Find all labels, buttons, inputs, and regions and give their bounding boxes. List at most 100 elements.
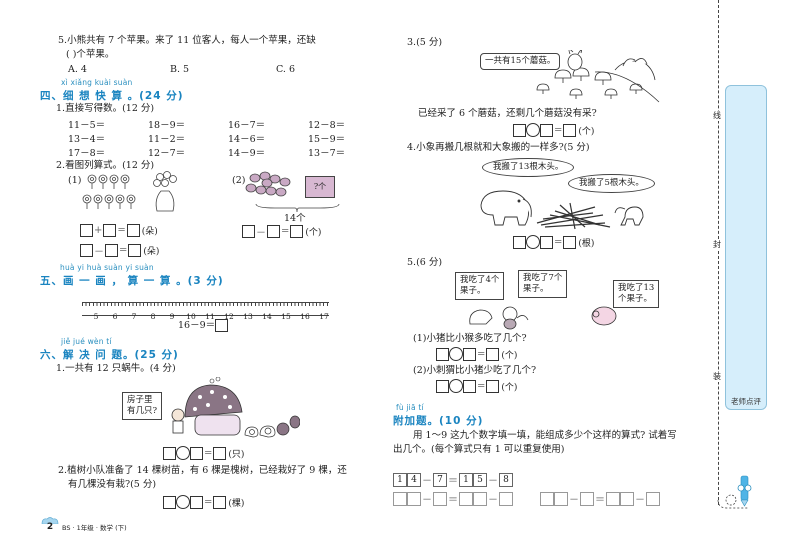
- eggs-illustration: [245, 171, 291, 197]
- s6-q2-line2: 有几棵没有栽?(5 分): [68, 479, 157, 490]
- answer-box[interactable]: [563, 235, 577, 249]
- operator-circle[interactable]: [176, 495, 190, 509]
- digit-input[interactable]: [473, 491, 487, 506]
- digit-input[interactable]: [580, 491, 594, 506]
- answer-box[interactable]: [213, 446, 227, 460]
- q2-eq1: +=(朵): [80, 224, 158, 237]
- operator-circle[interactable]: [526, 123, 540, 137]
- hedgehog-bubble: 我吃了4个 果子。: [455, 272, 505, 300]
- digit-input[interactable]: [407, 491, 421, 506]
- equals-sign: =: [204, 496, 213, 508]
- operator-circle[interactable]: [176, 446, 190, 460]
- big-elephant-bubble: 我搬了13根木头。: [482, 158, 575, 177]
- minus-sign: －: [569, 495, 579, 506]
- answer-box[interactable]: [190, 495, 203, 509]
- ruler-number: 9: [169, 312, 175, 321]
- bonus-line1: 用 1～9 这九个数字填一填，能组成多少个这样的算式? 试着写: [413, 430, 677, 441]
- calc-item: 18－9＝: [148, 120, 186, 131]
- equals-sign: ＝: [448, 476, 458, 487]
- digit-input[interactable]: [459, 491, 473, 506]
- answer-box[interactable]: [540, 235, 553, 249]
- digit-input[interactable]: [540, 491, 554, 506]
- answer-box[interactable]: [513, 123, 526, 137]
- section4-q2-title: 2.看图列算式。(12 分): [56, 160, 155, 171]
- calc-item: 13－7＝: [308, 148, 346, 159]
- calc-item: 11－5＝: [68, 120, 106, 131]
- section4-q1-title: 1.直接写得数。(12 分): [56, 103, 155, 114]
- equals-sign: =: [281, 226, 290, 237]
- q5-text-line1: 5.小熊共有 7 个苹果。来了 11 位客人，每人一个苹果，还缺: [58, 35, 316, 46]
- unit-label: (朵): [143, 247, 160, 257]
- bubble-line: 我吃了4个: [460, 275, 500, 285]
- digit-input[interactable]: [646, 491, 660, 506]
- answer-box[interactable]: [563, 123, 577, 137]
- mushroom-bubble: 一共有15个蘑菇。: [480, 53, 561, 70]
- r-q5-title: 5.(6 分): [407, 257, 443, 268]
- operator-circle[interactable]: [449, 347, 463, 361]
- answer-box[interactable]: [436, 379, 449, 393]
- equals-sign: =: [117, 225, 126, 236]
- q5-option-a[interactable]: A. 4: [68, 64, 87, 75]
- s6-q1-equation: =(只): [163, 446, 244, 460]
- digit-input[interactable]: [606, 491, 620, 506]
- digit-input[interactable]: [433, 491, 447, 506]
- q5-option-b[interactable]: B. 5: [170, 64, 190, 75]
- r-q5-sub2: (2)小刺猬比小猪少吃了几个?: [413, 365, 537, 376]
- answer-box[interactable]: [103, 224, 117, 237]
- brace: [255, 203, 340, 213]
- bubble-line: 有几只?: [127, 406, 158, 416]
- answer-box[interactable]: [80, 244, 93, 257]
- ruler: 5 6 7 8 9 10 11 12 13 14 15 16 17: [82, 302, 329, 321]
- answer-box[interactable]: [80, 224, 93, 237]
- operator-circle[interactable]: [526, 235, 540, 249]
- answer-box[interactable]: [540, 123, 553, 137]
- answer-box[interactable]: [290, 225, 304, 238]
- teacher-comment-panel[interactable]: 老师点评: [725, 85, 767, 410]
- q5-option-c[interactable]: C. 6: [276, 64, 296, 75]
- equals-sign: =: [119, 245, 128, 256]
- q2-part1-label: (1): [68, 175, 82, 186]
- operator-circle[interactable]: [449, 379, 463, 393]
- answer-box[interactable]: [105, 244, 118, 257]
- rabbit-mushrooms-illustration: [536, 50, 660, 103]
- answer-box[interactable]: [163, 495, 176, 509]
- answer-box[interactable]: [267, 225, 280, 238]
- digit-input[interactable]: [554, 491, 568, 506]
- hidden-box: ?个: [305, 176, 335, 198]
- digit-box: 1: [459, 472, 473, 487]
- ruler-number: 15: [281, 312, 291, 321]
- digit-box: 4: [407, 472, 421, 487]
- section5-pinyin: huà yi huà suàn yi suàn: [60, 263, 154, 272]
- digit-input[interactable]: [499, 491, 513, 506]
- digit-input[interactable]: [393, 491, 407, 506]
- bubble-line: 个果子。: [618, 294, 653, 304]
- answer-box[interactable]: [163, 446, 176, 460]
- answer-box[interactable]: [436, 347, 449, 361]
- answer-box[interactable]: [126, 224, 140, 237]
- total-label: 14个: [284, 213, 306, 224]
- answer-box[interactable]: [463, 379, 476, 393]
- digit-input[interactable]: [620, 491, 634, 506]
- answer-box[interactable]: [486, 347, 500, 361]
- answer-box[interactable]: [128, 244, 142, 257]
- answer-box[interactable]: [486, 379, 500, 393]
- animals-illustration: [469, 306, 617, 330]
- equals-sign: =: [477, 348, 486, 360]
- answer-box[interactable]: [463, 347, 476, 361]
- q5-text-line2: ( )个苹果。: [66, 49, 115, 60]
- answer-box[interactable]: [242, 225, 255, 238]
- digit-box: 5: [473, 472, 487, 487]
- ruler-number: 13: [243, 312, 253, 321]
- unit-label: (个): [578, 126, 595, 137]
- hidden-box-label: ?个: [313, 182, 327, 191]
- equation-text: 16－9＝: [178, 319, 216, 331]
- answer-box[interactable]: [215, 319, 229, 332]
- answer-box[interactable]: [190, 446, 203, 460]
- unit-label: (个): [305, 228, 322, 238]
- answer-box[interactable]: [213, 495, 227, 509]
- answer-box[interactable]: [513, 235, 526, 249]
- teacher-comment-label: 老师点评: [731, 397, 761, 406]
- bonus-line2: 出几个。(每个算式只有 1 可以重复使用): [393, 444, 565, 455]
- elephants-logs-illustration: [480, 190, 644, 230]
